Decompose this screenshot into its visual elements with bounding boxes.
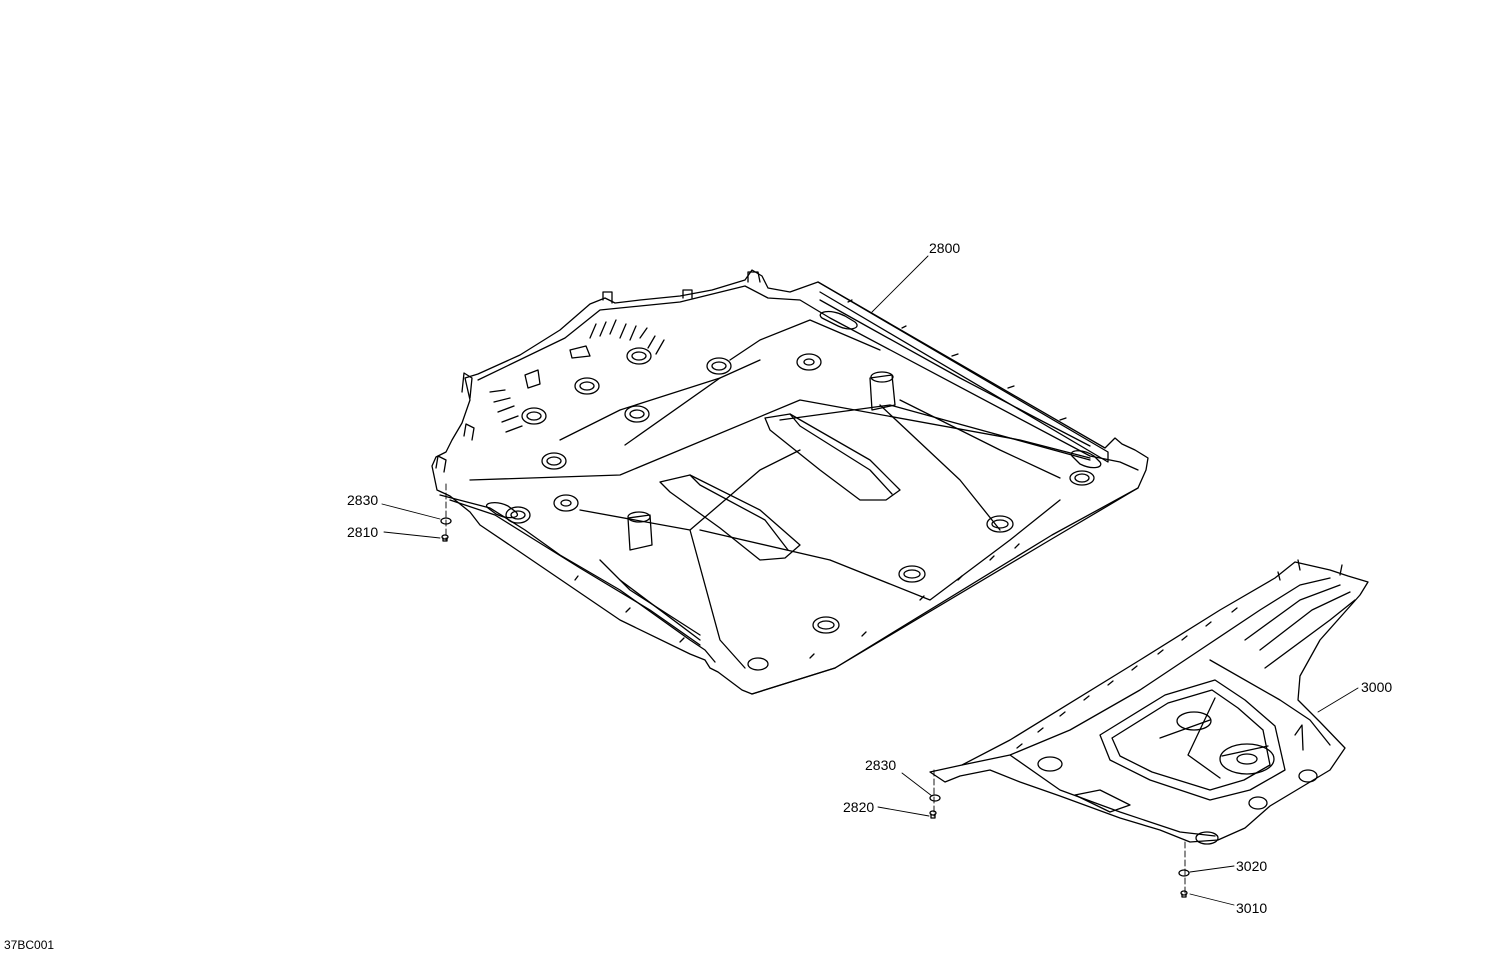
screw-right-shape <box>929 810 937 819</box>
rear-skid-plate[interactable] <box>929 559 1369 845</box>
main-skid-plate[interactable] <box>431 269 1149 695</box>
drawing-id: 37BC001 <box>4 938 55 952</box>
leader-2820 <box>877 806 930 817</box>
callout-screw-left: 2810 <box>347 524 379 540</box>
washer-right-top-shape <box>929 794 941 802</box>
screw-rear-shape <box>1180 890 1188 898</box>
callout-washer-rear: 3020 <box>1236 858 1268 874</box>
callout-main-skid-plate: 2800 <box>929 240 961 256</box>
leader-2830-left <box>381 503 441 520</box>
washer-rear-shape <box>1178 869 1190 877</box>
leader-2830-right <box>901 772 933 797</box>
callout-washer-right: 2830 <box>865 757 897 773</box>
leader-3010 <box>1189 893 1235 906</box>
callout-rear-skid-plate: 3000 <box>1361 679 1393 695</box>
screw-left-shape <box>441 534 449 542</box>
leader-2810 <box>383 531 441 539</box>
leader-2800 <box>871 255 929 313</box>
callout-screw-rear: 3010 <box>1236 900 1268 916</box>
callout-washer-left: 2830 <box>347 492 379 508</box>
leader-3020 <box>1189 865 1235 873</box>
callout-screw-right: 2820 <box>843 799 875 815</box>
leader-3000 <box>1317 687 1359 713</box>
